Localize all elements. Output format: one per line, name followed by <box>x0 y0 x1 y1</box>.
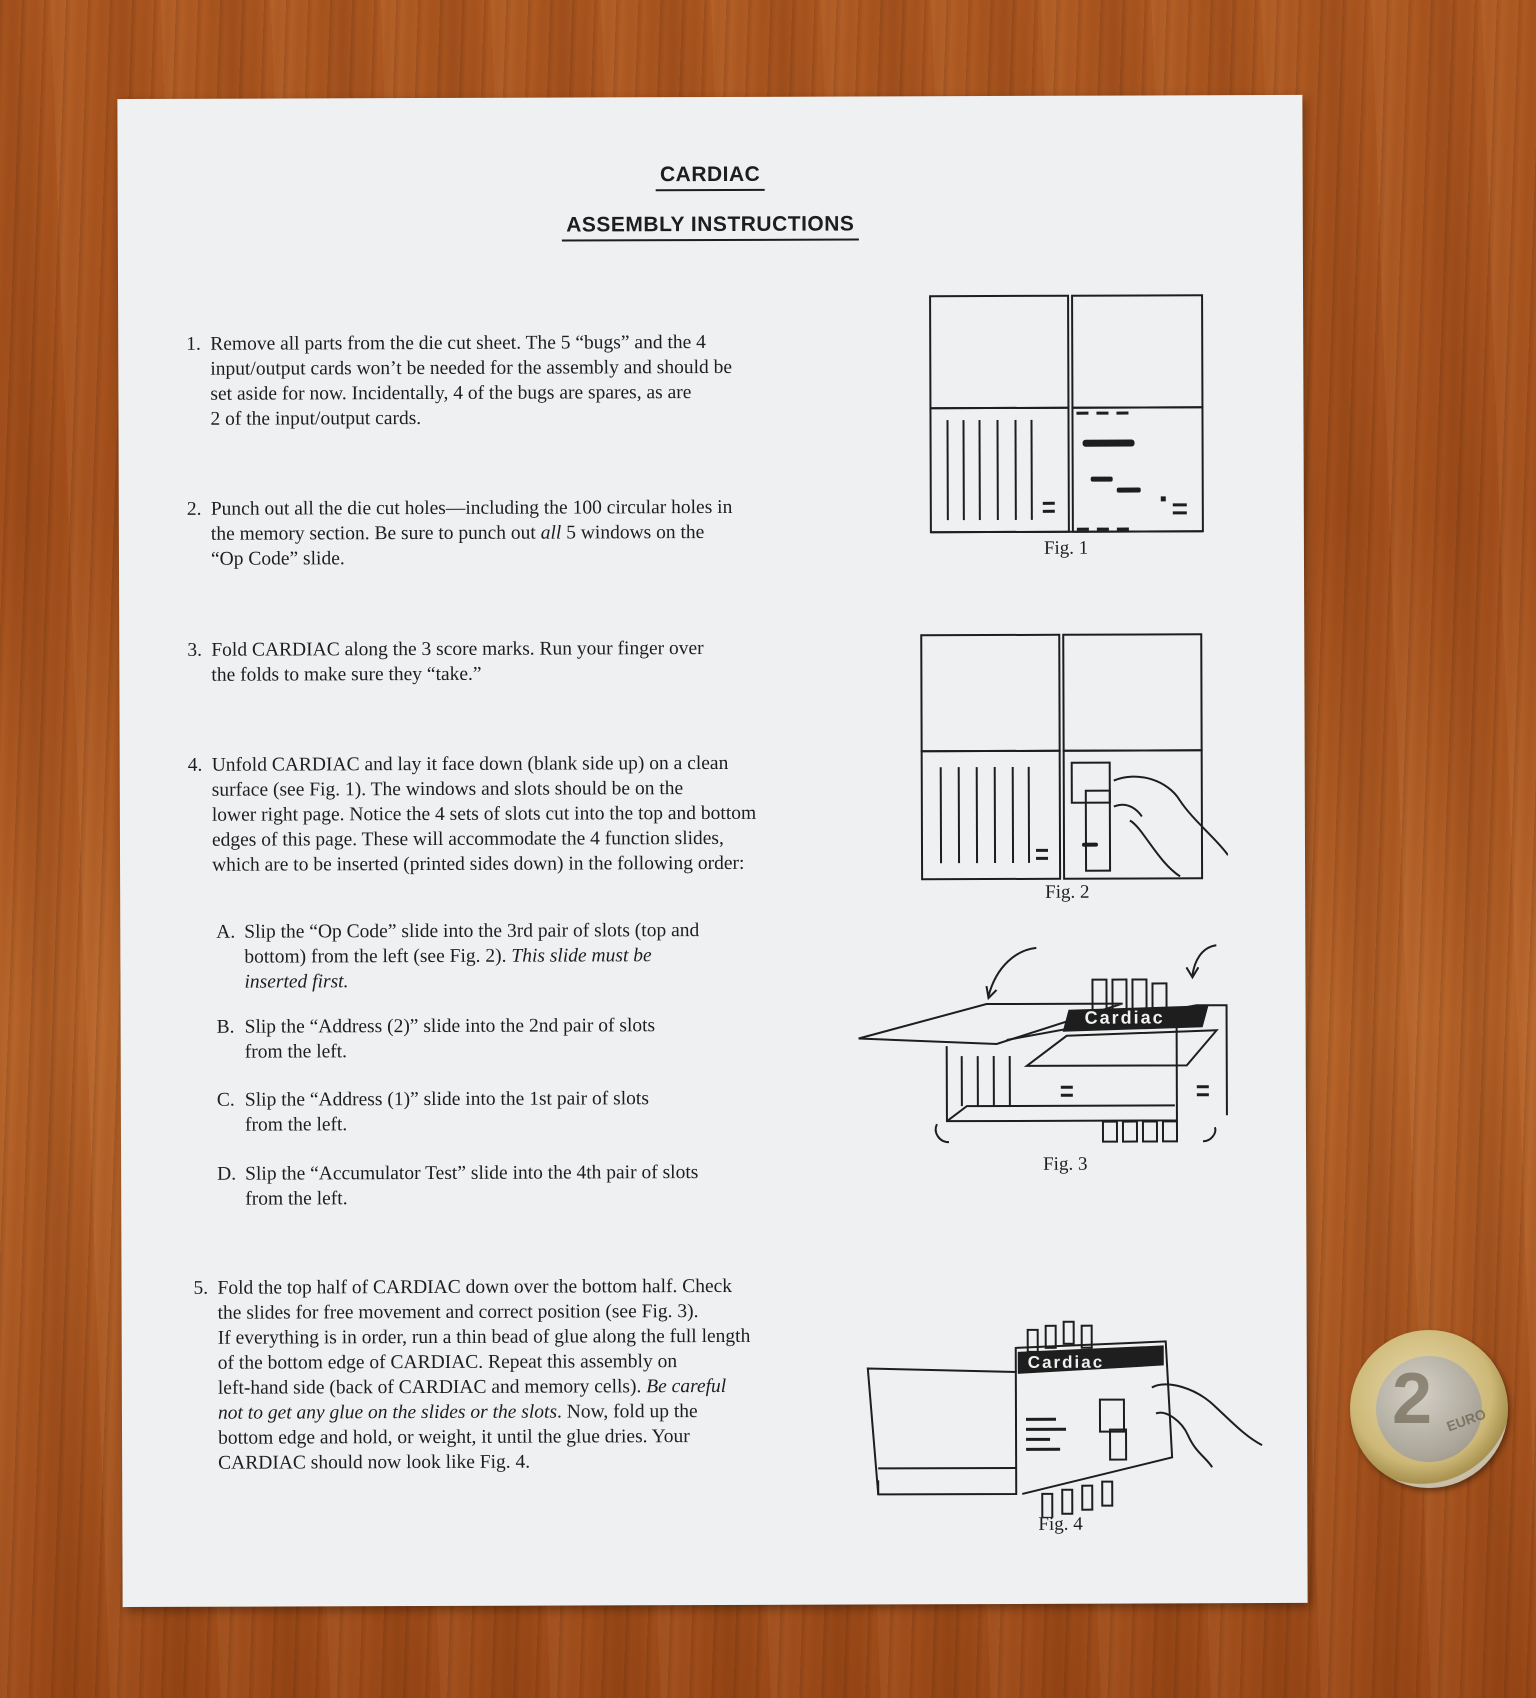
step-1: 1. Remove all parts from the die cut she… <box>186 332 733 430</box>
coin-center <box>1376 1356 1482 1462</box>
page-title: CARDIAC <box>118 161 1303 192</box>
figure-2-caption: Fig. 2 <box>1045 881 1090 903</box>
figure-3-logo: Cardiac <box>1085 1007 1165 1027</box>
euro-coin: 2 EURO <box>1350 1330 1508 1488</box>
figure-4-logo: Cardiac <box>1028 1353 1104 1372</box>
step-4d: D. Slip the “Accumulator Test” slide int… <box>217 1162 699 1210</box>
figure-2 <box>920 633 1229 881</box>
figure-1-caption: Fig. 1 <box>1043 537 1089 559</box>
step-4c: C. Slip the “Address (1)” slide into the… <box>216 1088 649 1136</box>
figure-4-caption: Fig. 4 <box>1038 1513 1083 1535</box>
coin-denomination: 2 <box>1392 1359 1433 1439</box>
step-3: 3. Fold CARDIAC along the 3 score marks.… <box>187 638 704 686</box>
step-5: 5. Fold the top half of CARDIAC down ove… <box>193 1275 751 1474</box>
figure-3: Cardiac <box>858 944 1228 1144</box>
instruction-sheet: CARDIAC ASSEMBLY INSTRUCTIONS 1. Remove … <box>117 94 1308 1608</box>
figure-3-caption: Fig. 3 <box>1043 1153 1088 1175</box>
step-4b: B. Slip the “Address (2)” slide into the… <box>216 1015 656 1063</box>
page-subtitle: ASSEMBLY INSTRUCTIONS <box>118 211 1303 242</box>
step-4: 4. Unfold CARDIAC and lay it face down (… <box>187 752 757 876</box>
figure-1 <box>929 294 1204 534</box>
step-4a: A. Slip the “Op Code” slide into the 3rd… <box>216 920 700 993</box>
figure-4: Cardiac <box>866 1320 1263 1519</box>
step-2: 2. Punch out all the die cut holes—inclu… <box>186 496 733 570</box>
